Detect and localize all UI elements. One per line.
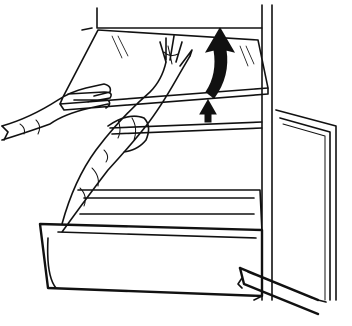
crisper-drawer [40, 190, 262, 300]
shelf-rail [110, 122, 262, 134]
left-arm-and-hand [2, 84, 111, 140]
up-arrow-icon [200, 100, 216, 122]
cabinet-liner [82, 5, 272, 300]
door-frame [276, 110, 336, 300]
door-bin [238, 268, 326, 314]
